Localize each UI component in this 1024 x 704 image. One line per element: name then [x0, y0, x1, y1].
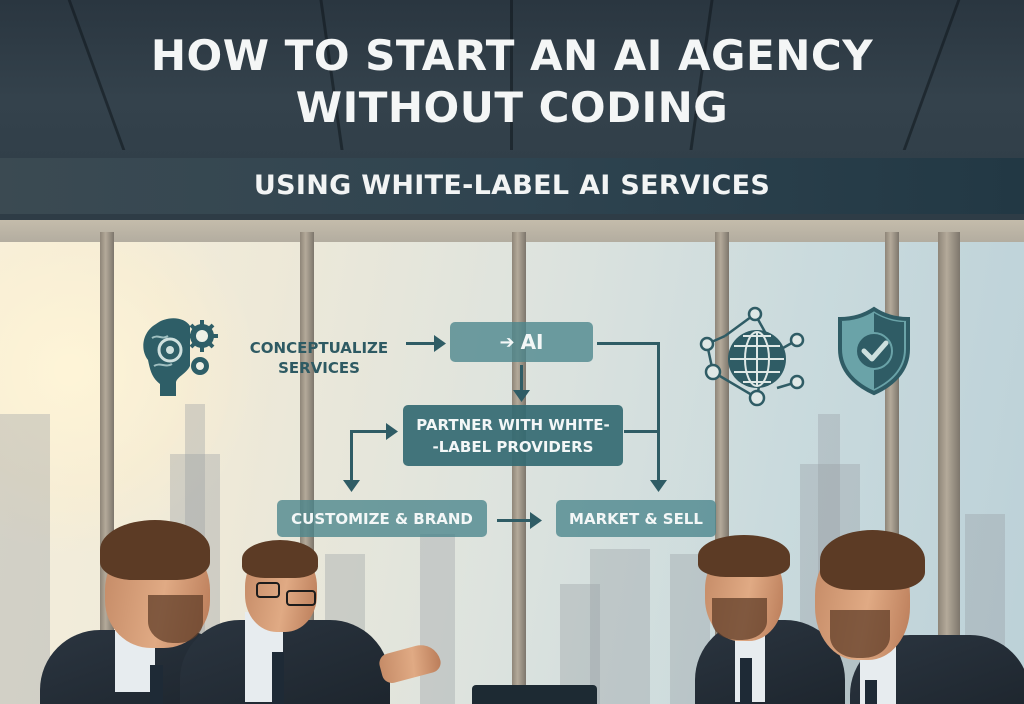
skyline-building: [560, 584, 600, 704]
right-arrow-icon: ➔: [499, 331, 515, 353]
arrow-line: [350, 430, 390, 433]
partner-line-2: -LABEL PROVIDERS: [432, 437, 594, 456]
partner-providers-box: PARTNER WITH WHITE- -LABEL PROVIDERS: [403, 405, 623, 466]
conceptualize-services-label: CONCEPTUALIZE SERVICES: [238, 338, 400, 378]
label-line-1: CONCEPTUALIZE: [249, 339, 389, 357]
arrow-line: [520, 365, 523, 393]
shield-check-icon: [838, 306, 910, 396]
arrow-line: [657, 342, 660, 482]
arrow-line: [597, 342, 659, 345]
customize-brand-box: CUSTOMIZE & BRAND: [277, 500, 487, 537]
arrow-line: [406, 342, 438, 345]
brain-gears-icon: [143, 318, 218, 396]
market-sell-box: MARKET & SELL: [556, 500, 716, 537]
title-line-2: WITHOUT CODING: [295, 83, 729, 132]
window-mullion: [938, 232, 960, 704]
window-mullion: [512, 232, 526, 704]
arrow-head-icon: [650, 480, 667, 492]
market-sell-label: MARKET & SELL: [569, 509, 703, 528]
skyline-building: [420, 534, 455, 704]
arrow-line: [624, 430, 659, 433]
arrow-line: [350, 430, 353, 482]
arrow-head-icon: [386, 423, 398, 440]
skyline-building: [0, 414, 50, 704]
label-line-2: SERVICES: [278, 359, 360, 377]
arrow-head-icon: [530, 512, 542, 529]
arrow-head-icon: [513, 390, 530, 402]
page-subtitle: USING WHITE-LABEL AI SERVICES: [253, 170, 771, 201]
laptop: [472, 685, 597, 704]
arrow-head-icon: [434, 335, 446, 352]
partner-line-1: PARTNER WITH WHITE-: [416, 415, 610, 434]
title-line-1: HOW TO START AN AI AGENCY: [150, 31, 874, 80]
ai-box-label: AI: [520, 330, 544, 354]
page-title: HOW TO START AN AI AGENCY WITHOUT CODING: [0, 30, 1024, 134]
subtitle-band: [0, 158, 1024, 214]
customize-brand-label: CUSTOMIZE & BRAND: [291, 509, 473, 528]
arrow-line: [497, 519, 533, 522]
arrow-head-icon: [343, 480, 360, 492]
globe-network-icon: [699, 306, 805, 407]
skyline-building: [590, 549, 650, 704]
ai-box: ➔ AI: [450, 322, 593, 362]
